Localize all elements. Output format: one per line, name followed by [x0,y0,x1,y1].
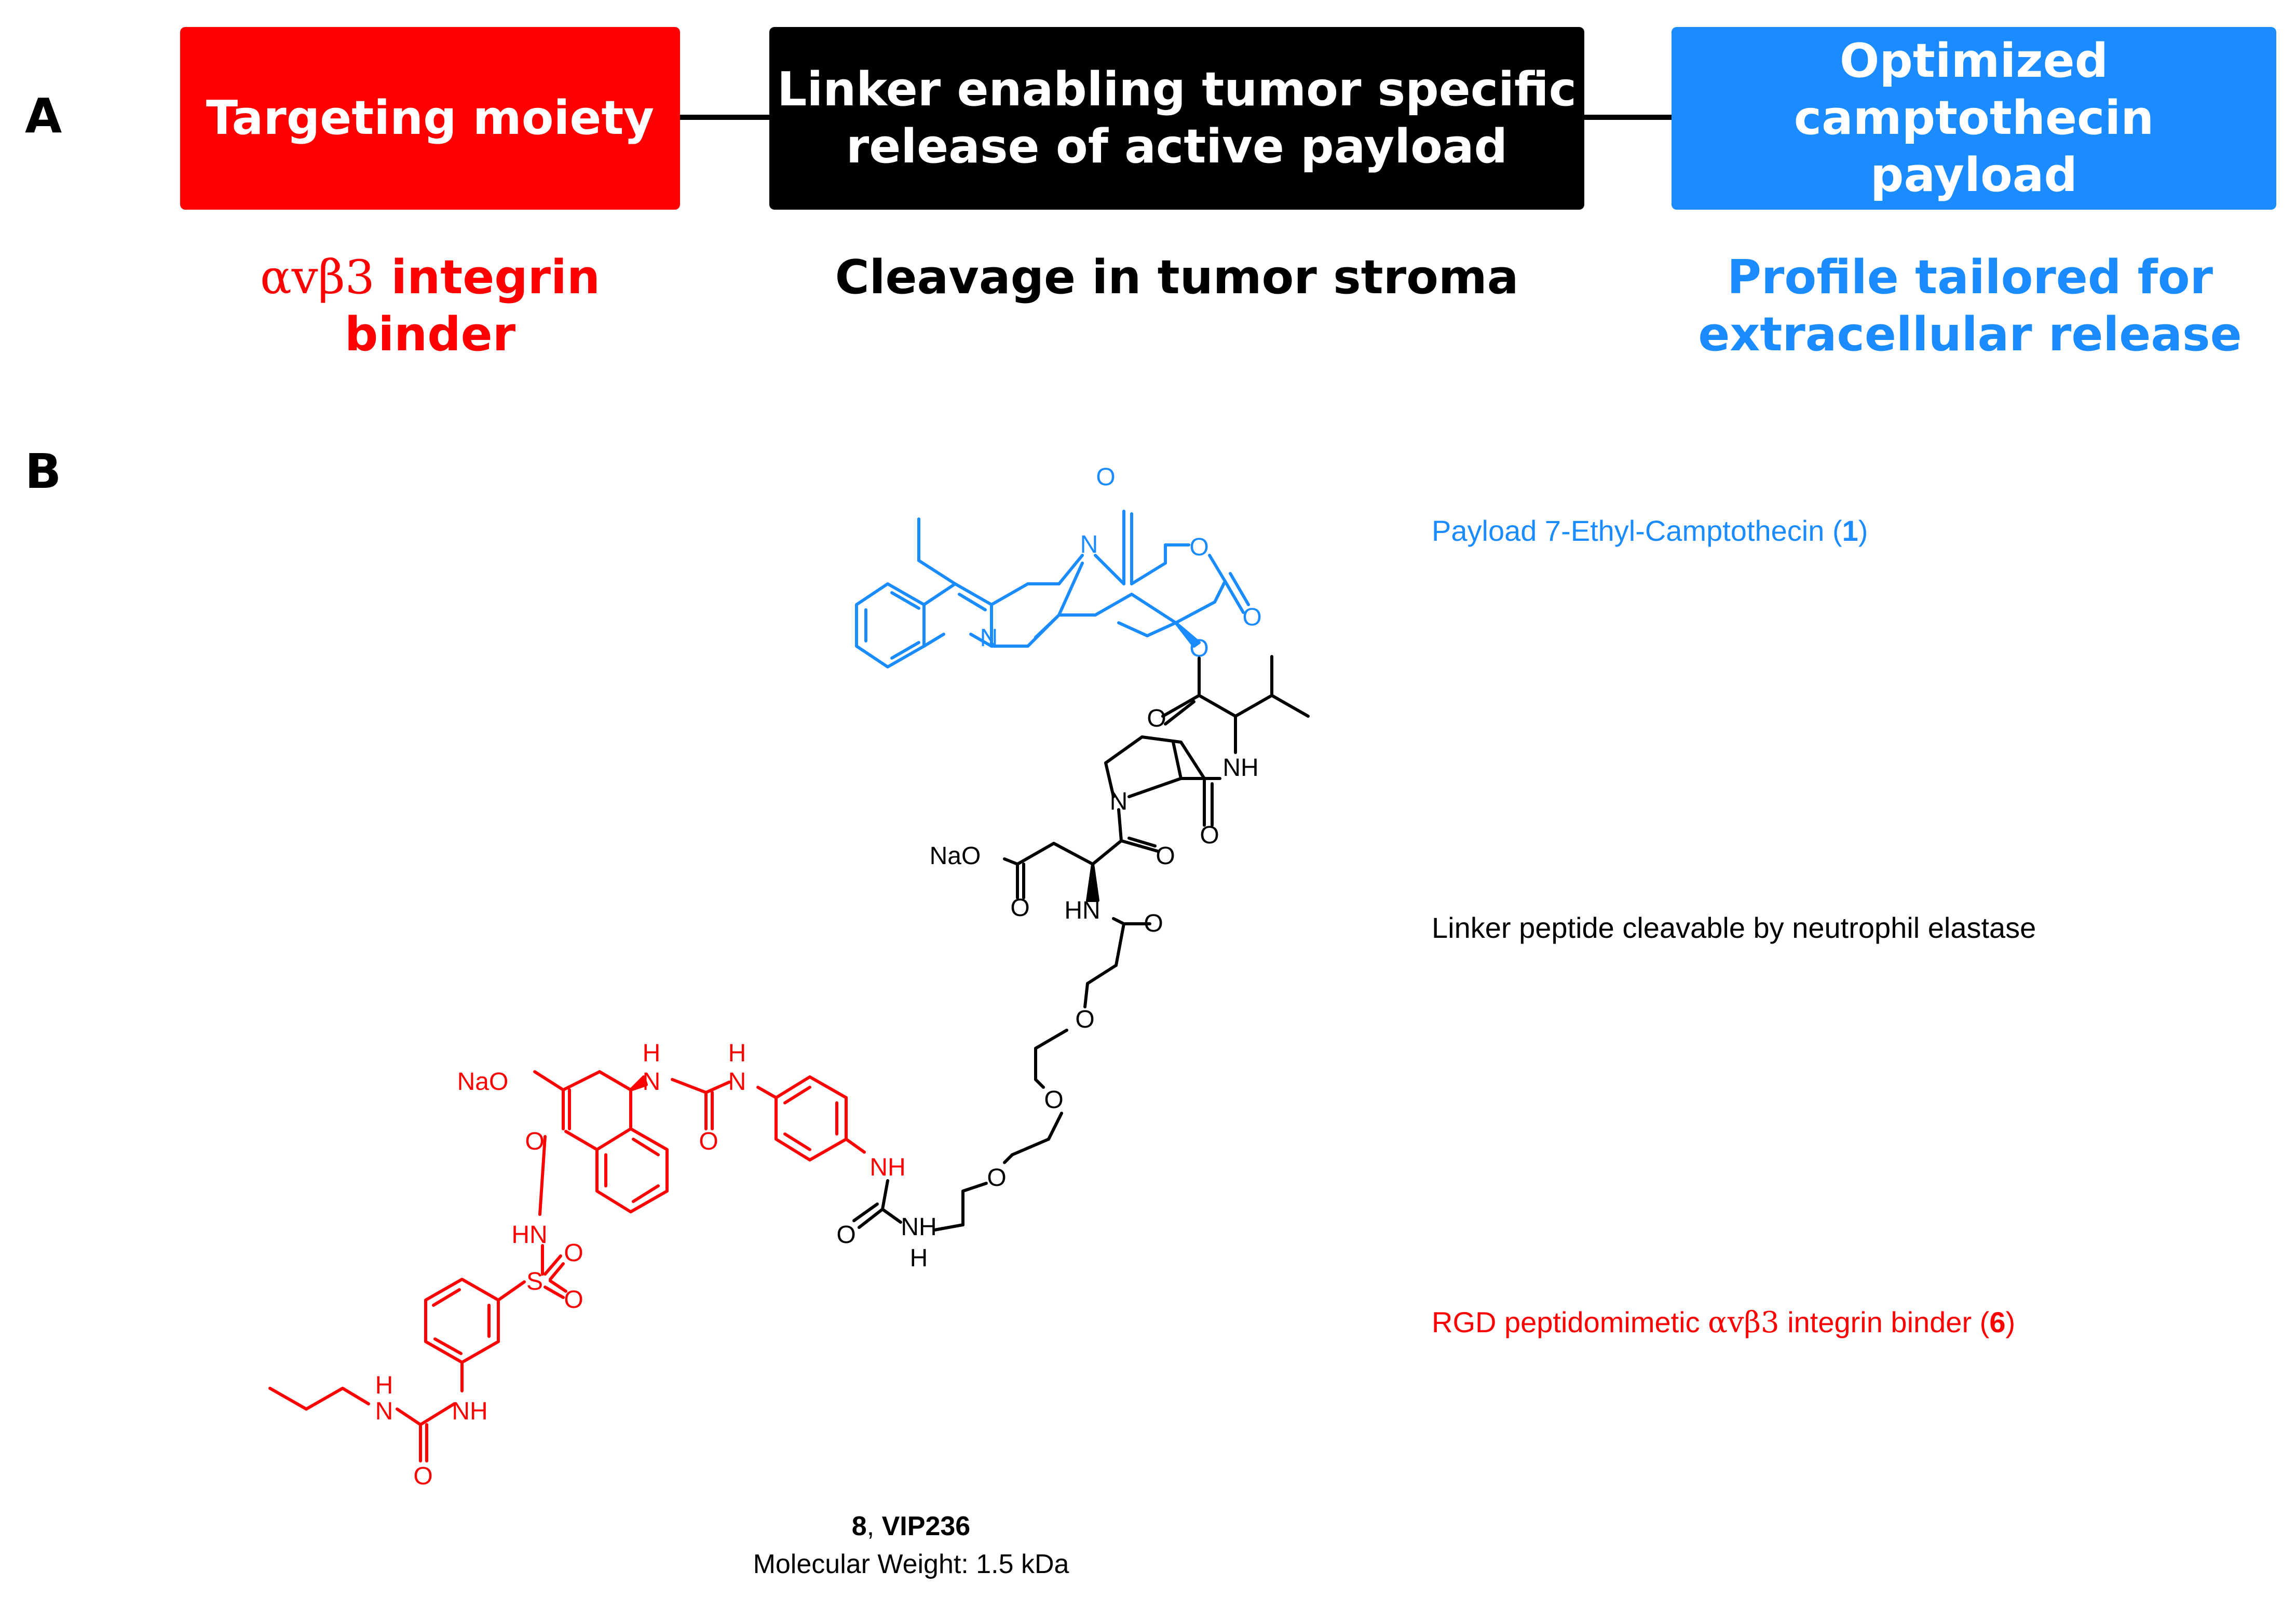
linker-box-line1: Linker enabling tumor specific [777,62,1577,117]
molecular-weight: Molecular Weight: 1.5 kDa [753,1549,1069,1579]
compound-caption: 8, VIP236 Molecular Weight: 1.5 kDa [651,1508,1171,1583]
panel-label-a: A [25,88,62,144]
linker-o-peg1: O [1075,1006,1094,1033]
linker-n-proline: N [1110,788,1128,815]
targeting-moiety-text: Targeting moiety [206,91,655,146]
binder-o-s1: O [564,1239,583,1267]
payload-camptothecin [855,510,1250,668]
targeting-caption-greek: αvβ3 [260,250,375,305]
linker-h-urea: H [910,1245,928,1272]
connector-line-left [680,115,773,120]
binder-annotation: RGD peptidomimetic αvβ3 integrin binder … [1432,1305,2015,1340]
payload-o-lactone-carbonyl: O [1242,604,1261,631]
binder-nh-aryl2: NH [452,1398,487,1425]
linker-caption: Cleavage in tumor stroma [769,249,1584,306]
binder-h-urea2: H [728,1040,746,1067]
linker-annotation-text: Linker peptide cleavable by neutrophil e… [1432,911,2036,944]
binder-o-acid: O [525,1128,544,1155]
binder-nh-aryl: NH [870,1154,905,1181]
linker-o-amide1: O [1200,822,1219,849]
payload-annotation-number: 1 [1842,514,1858,547]
binder-s: S [526,1268,543,1295]
payload-box-line2: payload [1870,147,2077,202]
binder-n-propyl: N [375,1398,393,1425]
linker-box: Linker enabling tumor specific release o… [769,27,1584,210]
targeting-moiety-box: Targeting moiety [180,27,680,210]
payload-caption-line2: extracellular release [1698,307,2242,362]
binder-annotation-number: 6 [1989,1306,2006,1338]
payload-n-quinoline: N [980,624,998,652]
panel-label-b: B [25,444,62,499]
binder-rgd-peptidomimetic [268,1070,866,1463]
linker-o-valine-carbonyl: O [1147,705,1166,732]
binder-hn-sulfonamide: HN [511,1221,547,1249]
linker-hn-asp: HN [1064,897,1100,924]
linker-o-peg2: O [1044,1086,1063,1114]
linker-peptide [852,655,1310,1232]
payload-annotation-text: Payload 7-Ethyl-Camptothecin ( [1432,514,1842,547]
linker-o-amide3: O [1144,910,1163,937]
linker-o-amide2: O [1156,842,1175,870]
payload-annotation: Payload 7-Ethyl-Camptothecin (1) [1432,514,1868,548]
compound-name: VIP236 [881,1511,971,1541]
linker-nh-urea: NH [901,1213,936,1241]
linker-o-urea: O [836,1221,855,1249]
binder-nao: NaO [457,1068,509,1096]
binder-o-urea: O [699,1128,718,1155]
payload-o-ketone: O [1096,463,1115,491]
payload-n-ring: N [1080,531,1098,558]
payload-caption-line1: Profile tailored for [1727,250,2213,305]
binder-annotation-suffix: integrin binder ( [1787,1306,1990,1338]
payload-box: Optimized camptothecin payload [1672,27,2276,210]
linker-caption-text: Cleavage in tumor stroma [835,250,1519,305]
payload-annotation-close: ) [1858,514,1868,547]
targeting-caption: αvβ3 integrin binder [180,249,680,363]
linker-o-asp: O [1010,894,1029,922]
binder-n-urea1: N [643,1068,661,1096]
binder-annotation-greek: αvβ3 [1708,1306,1779,1340]
payload-o-lactone-ring: O [1189,534,1208,561]
linker-o-peg3: O [987,1164,1006,1192]
linker-box-line2: release of active payload [846,119,1508,174]
payload-box-line1: Optimized camptothecin [1794,34,2154,146]
connector-line-right [1582,115,1673,120]
payload-caption: Profile tailored for extracellular relea… [1661,249,2279,363]
binder-o-urea2: O [413,1463,432,1490]
linker-nh-valine: NH [1222,754,1258,782]
compound-number: 8 [851,1511,867,1541]
binder-h-propyl: H [375,1372,393,1399]
binder-n-urea2: N [728,1068,746,1096]
binder-annotation-prefix: RGD peptidomimetic [1432,1306,1700,1338]
binder-h-urea1: H [643,1040,661,1067]
binder-o-s2: O [564,1286,583,1314]
linker-annotation: Linker peptide cleavable by neutrophil e… [1432,911,2036,945]
targeting-caption-text: integrin binder [344,250,600,362]
linker-nao: NaO [930,842,981,870]
binder-annotation-close: ) [2005,1306,2016,1338]
